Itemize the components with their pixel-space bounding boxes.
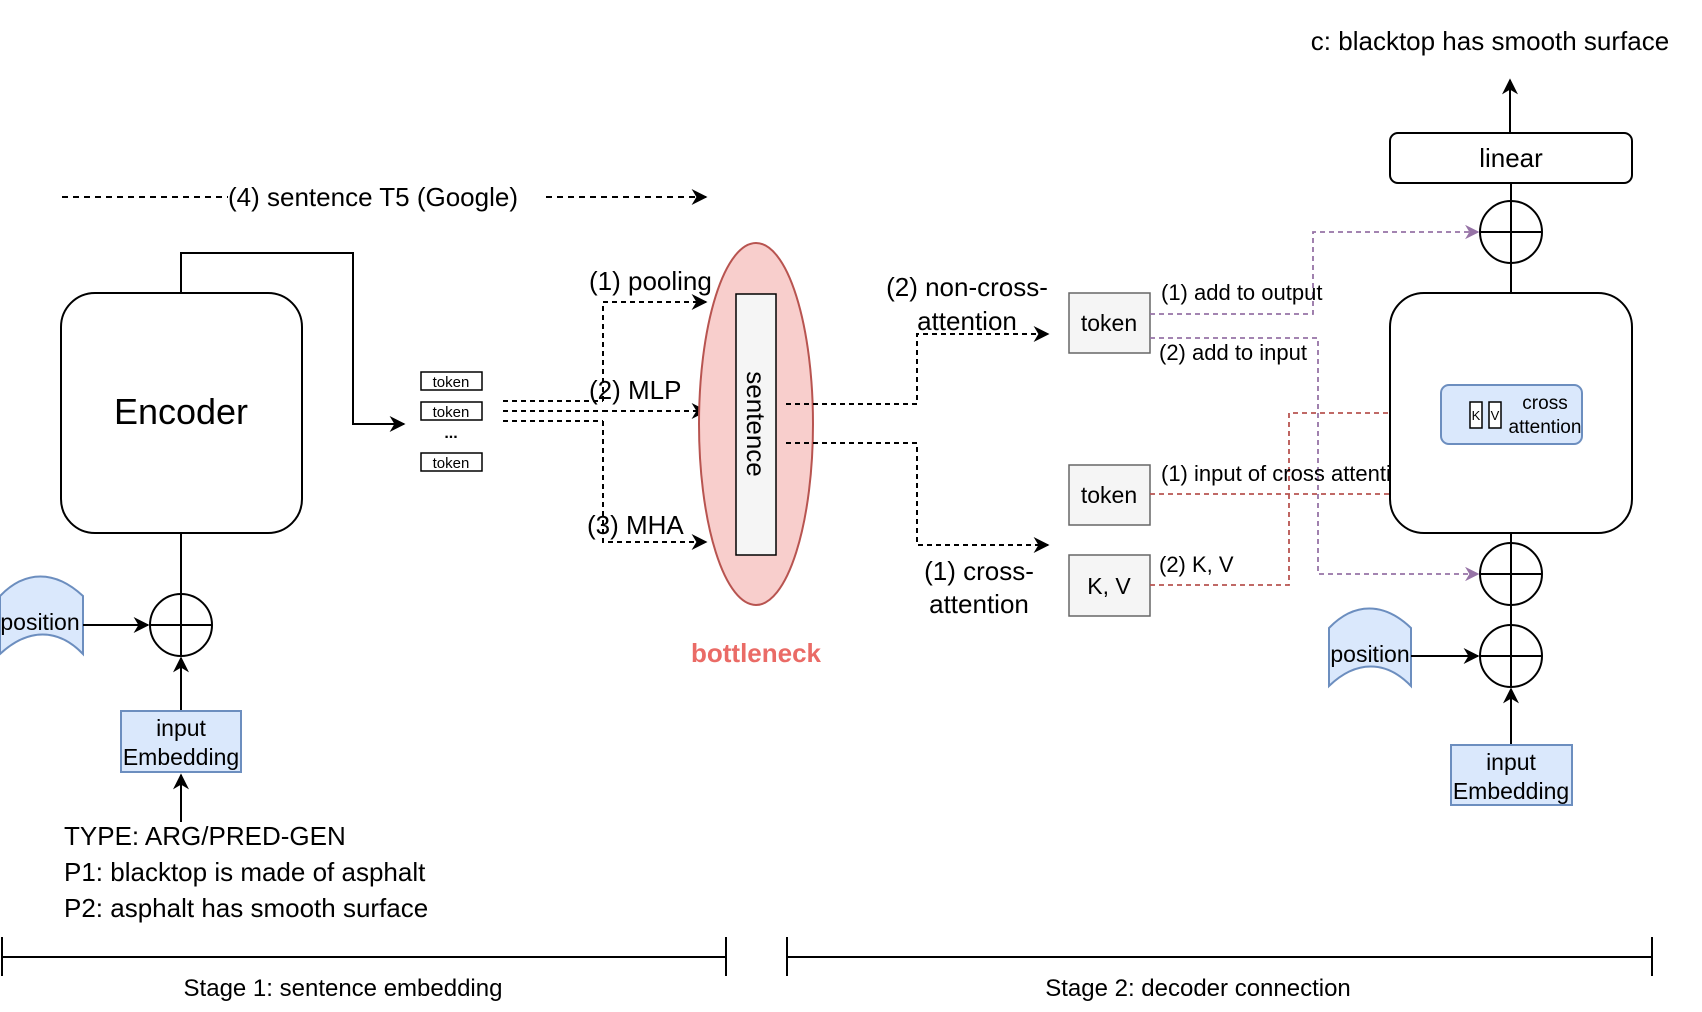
- encoder-position-label: position: [0, 609, 79, 635]
- t5-label: (4) sentence T5 (Google): [228, 182, 518, 212]
- decoder-embedding-line2: Embedding: [1453, 778, 1569, 804]
- token-box-3: [420, 452, 483, 472]
- input-cross-label: (1) input of cross attention: [1161, 461, 1415, 486]
- bottleneck-connectors: [786, 326, 1050, 553]
- sentence-box: [735, 293, 777, 556]
- stage1-bracket: [1, 937, 727, 976]
- pooling-label: (1) pooling: [589, 266, 712, 296]
- token-label-2: token: [433, 404, 470, 421]
- cross-label-2: attention: [929, 589, 1029, 619]
- pooling-connectors: [503, 294, 708, 550]
- cross-attention-box: [1440, 384, 1583, 445]
- add-output-label: (1) add to output: [1161, 280, 1322, 305]
- linear-label: linear: [1479, 143, 1543, 173]
- cross-attention-label-1: cross: [1522, 393, 1567, 414]
- token-label-3: token: [433, 455, 470, 472]
- cross-k-label: K: [1472, 408, 1481, 423]
- stage1-label: Stage 1: sentence embedding: [184, 975, 503, 1002]
- output-text: c: blacktop has smooth surface: [1311, 26, 1669, 56]
- noncross-label-2: attention: [917, 306, 1017, 336]
- token-top-box: [1068, 292, 1151, 354]
- kv-conn-label: (2) K, V: [1159, 552, 1234, 577]
- purple-connectors: [1150, 224, 1480, 582]
- stage2-bracket: [786, 937, 1653, 976]
- token-label-1: token: [433, 374, 470, 391]
- cross-v-label: V: [1491, 408, 1500, 423]
- stage2-label: Stage 2: decoder connection: [1045, 975, 1351, 1002]
- token-ellipsis: ...: [444, 425, 457, 442]
- kv-box: [1068, 554, 1151, 617]
- token-mid-label: token: [1081, 482, 1137, 508]
- token-box-2: [420, 401, 483, 421]
- encoder-position-shape: [0, 575, 84, 657]
- token-top-label: token: [1081, 310, 1137, 336]
- decoder-position-label: position: [1330, 641, 1409, 667]
- sentence-label: sentence: [741, 371, 771, 477]
- encoder-embedding-box: [120, 710, 242, 773]
- mlp-label: (2) MLP: [589, 375, 681, 405]
- cross-attention-label-2: attention: [1509, 417, 1582, 438]
- decoder-embedding-line1: input: [1486, 749, 1536, 775]
- token-mid-box: [1068, 464, 1151, 526]
- input-line-p1: P1: blacktop is made of asphalt: [64, 857, 426, 887]
- input-line-p2: P2: asphalt has smooth surface: [64, 893, 428, 923]
- cross-label-1: (1) cross-: [924, 556, 1034, 586]
- kv-label: K, V: [1087, 573, 1131, 599]
- noncross-label-1: (2) non-cross-: [886, 272, 1048, 302]
- input-line-type: TYPE: ARG/PRED-GEN: [64, 821, 346, 851]
- encoder-embedding-line2: Embedding: [123, 744, 239, 770]
- add-input-label: (2) add to input: [1159, 340, 1307, 365]
- encoder-embedding-line1: input: [156, 715, 206, 741]
- cross-k-box: [1469, 401, 1483, 429]
- decoder-position-shape: [1328, 607, 1412, 689]
- token-box-1: [420, 371, 483, 391]
- encoder-label: Encoder: [114, 391, 248, 432]
- bottleneck-label: bottleneck: [691, 638, 822, 668]
- mha-label: (3) MHA: [587, 510, 684, 540]
- encoder-output-arrow: [180, 252, 406, 432]
- decoder-embedding-box: [1450, 744, 1573, 806]
- cross-v-box: [1488, 401, 1502, 429]
